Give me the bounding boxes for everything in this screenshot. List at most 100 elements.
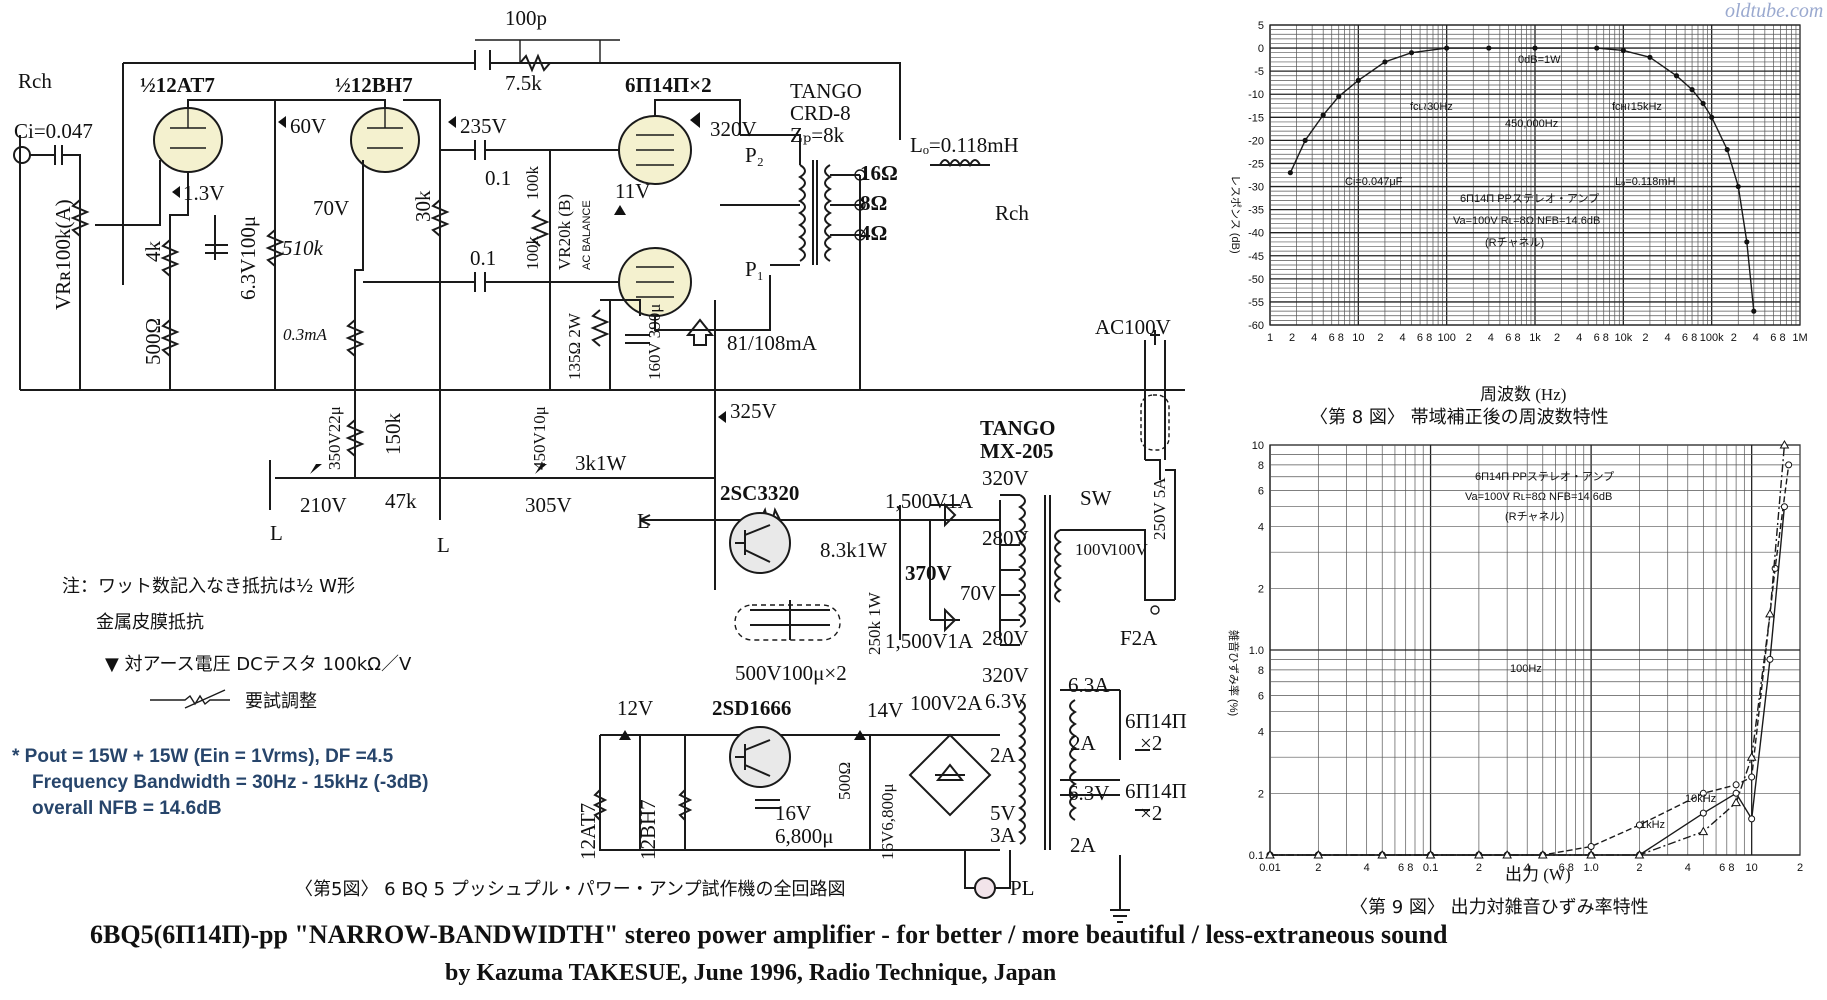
chart1-xtick-label: 6 8 bbox=[1770, 332, 1785, 344]
label-rch-in: Rch bbox=[18, 69, 52, 93]
transistor2-leads bbox=[735, 739, 771, 777]
chart2-point bbox=[1766, 655, 1774, 663]
chart1-ytick-label: -10 bbox=[1248, 89, 1264, 101]
label-t320a: 320V bbox=[982, 466, 1029, 490]
chart2-point bbox=[1732, 781, 1740, 789]
chart2-point bbox=[1748, 773, 1756, 781]
chart2-subtitle: Va=100V Rʟ=8Ω NFB=14.6dB bbox=[1465, 491, 1612, 503]
cathode-load-2 bbox=[345, 319, 365, 457]
note-line-3: ▼ 対アース電圧 DCテスタ 100kΩ／V bbox=[105, 654, 412, 675]
chart1-ytick-label: -5 bbox=[1254, 66, 1264, 78]
feedback-path bbox=[122, 50, 901, 285]
ac-balance-pot bbox=[530, 209, 610, 347]
chart1-point bbox=[1620, 47, 1626, 53]
label-ci: Ci=0.047 bbox=[14, 119, 93, 143]
label-c350: 350V22μ bbox=[325, 406, 344, 470]
label-v325: 325V bbox=[730, 399, 777, 423]
label-h2a: 2A bbox=[1070, 731, 1097, 755]
label-tango-out: TANGO bbox=[790, 79, 862, 103]
power-transformer-icon bbox=[1018, 494, 1062, 850]
label-heat1: 6П14П bbox=[1125, 709, 1187, 733]
chart1-xtick-label: 4 bbox=[1753, 332, 1759, 344]
label-c01a: 0.1 bbox=[485, 166, 511, 190]
chart1-ytick-label: -30 bbox=[1248, 182, 1264, 194]
label-l3: L bbox=[637, 509, 650, 533]
chart2-series-line bbox=[1270, 506, 1786, 856]
l-supply-leads bbox=[269, 460, 715, 526]
label-h1: 12AT7 bbox=[576, 803, 600, 860]
chart1-xtick-label: 100 bbox=[1437, 332, 1455, 344]
chart1-title: 6П14П PPステレオ・アンプ bbox=[1460, 192, 1599, 205]
chart2-point bbox=[1698, 826, 1709, 836]
label-t280b: 280V bbox=[982, 626, 1029, 650]
chart2-ylabel: 雑音ひずみ率 (%) bbox=[1227, 630, 1241, 716]
chart1-ytick-label: -15 bbox=[1248, 112, 1264, 124]
b-plus-rail bbox=[714, 507, 1000, 590]
chart1-ytick-label: 5 bbox=[1258, 20, 1264, 32]
chart2-ytick-label: 1.0 bbox=[1249, 645, 1264, 657]
chart1-ytick-label: -50 bbox=[1248, 274, 1264, 286]
watermark: oldtube.com bbox=[1725, 0, 1824, 22]
caption-fig5: 〈第5図〉 6 BQ 5 プッシュプル・パワー・アンプ試作機の全回路図 bbox=[295, 879, 846, 900]
label-v235: 235V bbox=[460, 114, 507, 138]
chart2-point bbox=[1746, 752, 1757, 761]
label-crd: CRD-8 bbox=[790, 101, 851, 125]
chart2-point bbox=[1474, 849, 1484, 859]
label-r100ka: 100k bbox=[523, 166, 542, 201]
label-v13: 1.3V bbox=[183, 181, 224, 205]
chart2-series bbox=[1265, 440, 1793, 859]
chart1-xtick-label: 4 bbox=[1576, 332, 1582, 344]
label-r135: 135Ω 2W bbox=[565, 312, 584, 380]
chart2-xtick-label: 4 bbox=[1524, 862, 1530, 874]
label-c100u: 6.3V100μ bbox=[236, 216, 260, 300]
label-h63v: 6.3V bbox=[1068, 781, 1109, 805]
label-l1: L bbox=[270, 521, 283, 545]
chart1-point bbox=[1355, 77, 1361, 83]
chart1-ytick-label: -20 bbox=[1248, 135, 1264, 147]
adjust-symbol-icon bbox=[150, 689, 230, 709]
label-r4k: 4k bbox=[141, 241, 165, 263]
label-v320: 320V bbox=[710, 117, 757, 141]
label-c01b: 0.1 bbox=[470, 246, 496, 270]
grid-wire-1 bbox=[95, 160, 161, 226]
chart2-xlabel: 出力 (W) bbox=[1505, 865, 1571, 884]
label-t63: 6.3V bbox=[985, 689, 1026, 713]
label-r500b: 500Ω bbox=[835, 762, 854, 800]
transistor-2sd1666-icon bbox=[729, 726, 791, 788]
chart1-annotation-lo: Lₒ=0.118mH bbox=[1615, 176, 1676, 188]
ac-plug-icon bbox=[1150, 330, 1160, 345]
tube1-elements bbox=[170, 108, 206, 149]
chart1-xtick-label: 6 8 bbox=[1505, 332, 1520, 344]
current-arrow-icon bbox=[685, 318, 715, 346]
chart2-point bbox=[1765, 608, 1775, 618]
chart1-xtick-label: 2 bbox=[1377, 332, 1383, 344]
label-16ohm: 16Ω bbox=[860, 161, 898, 185]
chart1-xtick-label: 6 8 bbox=[1417, 332, 1432, 344]
label-l2: L bbox=[437, 533, 450, 557]
caption-fig9: 〈第 9 図〉 出力対雑音ひずみ率特性 bbox=[1350, 897, 1649, 918]
chart1-xtick-label: 6 8 bbox=[1329, 332, 1344, 344]
label-v370: 370V bbox=[905, 561, 952, 585]
chart2-point bbox=[1748, 815, 1756, 823]
label-v11: 11V bbox=[615, 179, 650, 203]
label-v100a: 100V bbox=[1075, 540, 1114, 559]
chart1-ytick-label: 0 bbox=[1258, 43, 1264, 55]
transistor1-leads bbox=[735, 524, 771, 563]
label-tube1: ½12AT7 bbox=[140, 73, 215, 97]
chart2-xtick-label: 2 bbox=[1636, 862, 1642, 874]
label-mx: MX-205 bbox=[980, 439, 1053, 463]
chart2-xtick-label: 4 bbox=[1685, 862, 1691, 874]
label-r30k: 30k bbox=[411, 190, 435, 222]
chart2-point bbox=[1780, 503, 1788, 511]
chart1-xtick-label: 4 bbox=[1311, 332, 1317, 344]
chart2-title: 6П14П PPステレオ・アンプ bbox=[1475, 470, 1614, 483]
chassis-ground-icon bbox=[964, 850, 1130, 923]
chart1-ytick-label: -25 bbox=[1248, 158, 1264, 170]
label-t70: 70V bbox=[960, 581, 996, 605]
chart1-xtick-label: 10k bbox=[1614, 332, 1632, 344]
label-v14: 14V bbox=[867, 698, 903, 722]
transistor-2sc3320-icon bbox=[729, 512, 791, 574]
chart1-grid bbox=[1269, 24, 1801, 326]
